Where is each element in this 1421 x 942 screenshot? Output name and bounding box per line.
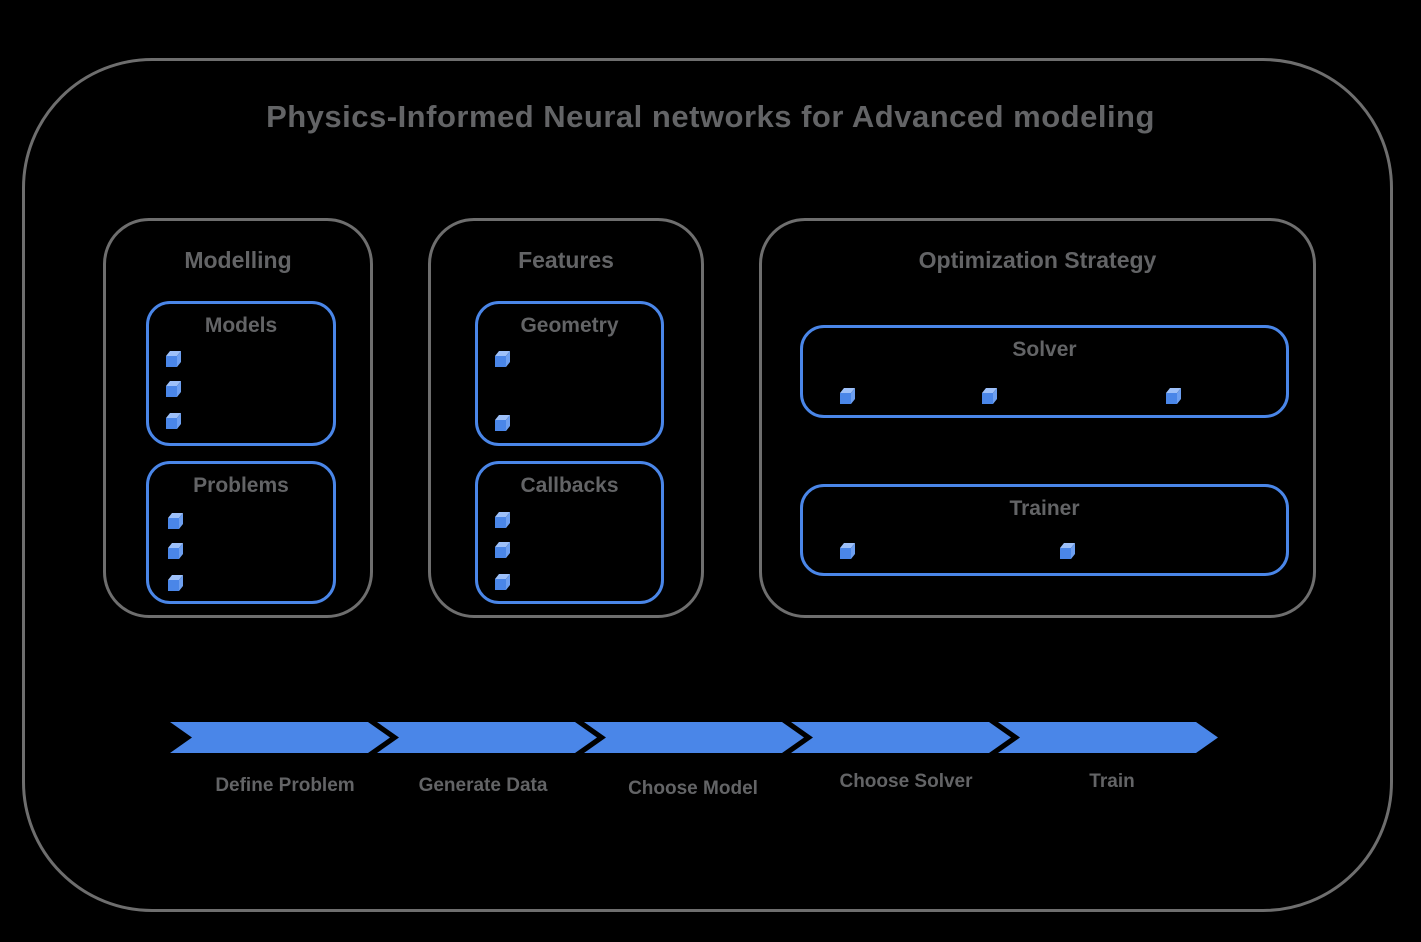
box-geometry: Geometry [475, 301, 664, 446]
cube-bullet-icon [982, 388, 997, 404]
diagram-title: Physics-Informed Neural networks for Adv… [266, 99, 1155, 134]
cube-bullet-icon [495, 542, 510, 558]
box-models-title: Models [204, 314, 278, 337]
cube-bullet-icon [168, 575, 183, 591]
group-modelling-title: Modelling [184, 247, 292, 273]
group-optimization-strategy: Optimization Strategy Solver Trainer [759, 218, 1316, 618]
box-callbacks-title: Callbacks [520, 474, 619, 497]
flow-step-label-train: Train [1089, 771, 1135, 792]
group-features: Features Geometry Callbacks [428, 218, 704, 618]
box-callbacks: Callbacks [475, 461, 664, 604]
box-models: Models [146, 301, 336, 446]
cube-bullet-icon [840, 543, 855, 559]
cube-bullet-icon [166, 381, 181, 397]
cube-bullet-icon [495, 415, 510, 431]
cube-bullet-icon [1060, 543, 1075, 559]
flow-step-label-choose-model: Choose Model [628, 778, 758, 799]
box-trainer: Trainer [800, 484, 1289, 576]
flow-arrow-segment-4 [791, 722, 1011, 753]
cube-bullet-icon [168, 513, 183, 529]
box-trainer-title: Trainer [1009, 497, 1080, 520]
group-optimization-strategy-title: Optimization Strategy [918, 247, 1157, 273]
cube-bullet-icon [495, 351, 510, 367]
group-features-title: Features [518, 247, 614, 273]
cube-bullet-icon [166, 351, 181, 367]
box-geometry-title: Geometry [520, 314, 619, 337]
flow-arrow-segment-1 [170, 722, 390, 753]
box-solver: Solver [800, 325, 1289, 418]
outer-frame [22, 58, 1393, 912]
flow-arrow-segment-3 [584, 722, 804, 753]
flow-step-label-define-problem: Define Problem [215, 775, 355, 796]
box-problems: Problems [146, 461, 336, 604]
cube-bullet-icon [495, 512, 510, 528]
flow-arrow-segment-2 [377, 722, 597, 753]
cube-bullet-icon [168, 543, 183, 559]
cube-bullet-icon [840, 388, 855, 404]
flow-step-label-choose-solver: Choose Solver [839, 771, 973, 792]
box-problems-title: Problems [193, 474, 289, 497]
cube-bullet-icon [1166, 388, 1181, 404]
cube-bullet-icon [166, 413, 181, 429]
flow-step-label-generate-data: Generate Data [418, 775, 548, 796]
cube-bullet-icon [495, 574, 510, 590]
box-solver-title: Solver [1012, 338, 1077, 361]
group-modelling: Modelling Models Problems [103, 218, 373, 618]
flow-arrow-segment-5 [998, 722, 1218, 753]
